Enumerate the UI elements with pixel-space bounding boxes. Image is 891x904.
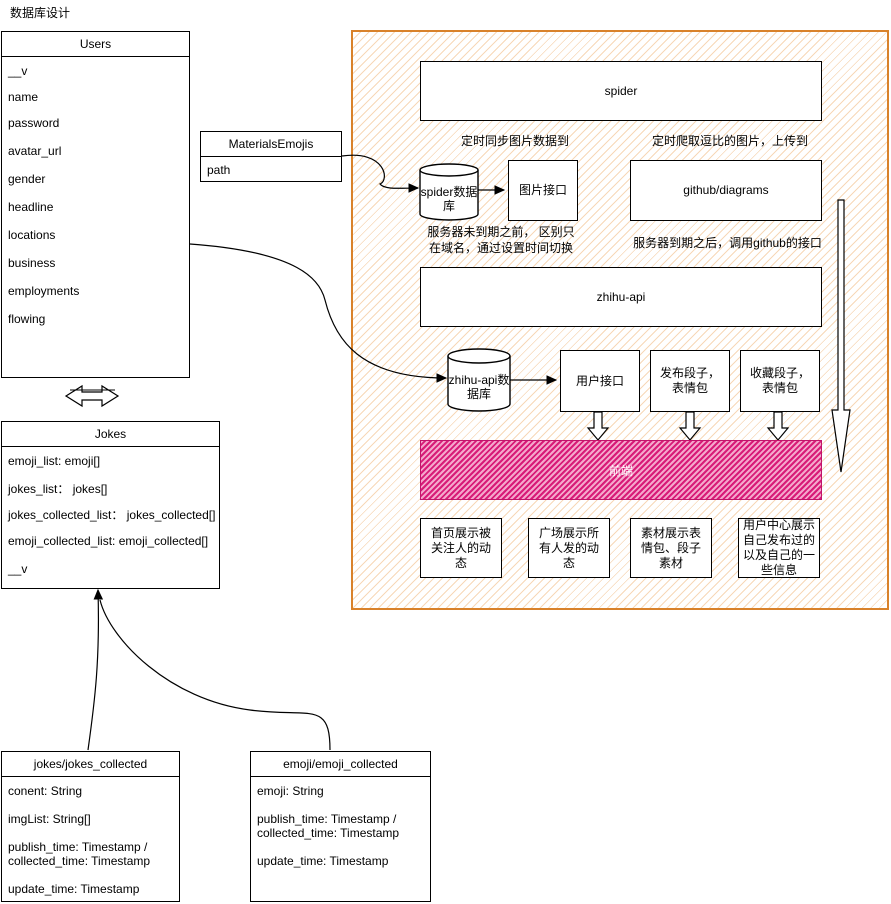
frontend-bar: 前端 [420,440,822,500]
emoji-collected-field: publish_time: Timestamp / [257,812,397,826]
jokes-collected-field: collected_time: Timestamp [8,854,151,868]
users-field: name [8,90,39,104]
users-field: business [8,256,56,270]
users-field: __v [8,64,28,78]
users-jokes-double-arrow [64,384,120,408]
user-center-box: 用户中心展示自己发布过的以及自己的一些信息 [738,518,820,578]
jokes-entity-title: Jokes [2,422,219,447]
spider-db-cylinder [419,163,479,221]
users-field: headline [8,200,54,214]
jokes-collected-field: update_time: Timestamp [8,882,140,896]
emoji-collected-field: collected_time: Timestamp [257,826,400,840]
jokes-field: jokes_collected_list： jokes_collected[] [8,508,216,522]
image-api-box: 图片接口 [508,160,578,221]
jokes-collected-to-jokes-line [87,588,104,751]
emoji-collected-field: emoji: String [257,784,324,798]
home-box: 首页展示被关注人的动态 [420,518,502,578]
zhihu-api-box: zhihu-api [420,267,822,327]
jokes-collected-entity: jokes/jokes_collected conent: String img… [1,751,180,902]
emoji-collected-entity: emoji/emoji_collected emoji: String publ… [250,751,431,902]
collect-api-box: 收藏段子，表情包 [740,350,820,412]
github-box: github/diagrams [630,160,822,221]
materials-emojis-title: MaterialsEmojis [201,132,341,157]
zhihu-db-cylinder [447,348,511,412]
jokes-field: emoji_list: emoji[] [8,454,101,468]
spider-db-label: spider数据库 [420,185,478,213]
jokes-field: emoji_collected_list: emoji_collected[] [8,534,209,548]
api-to-frontend-arrows [586,411,790,441]
materials-emojis-field: path [207,163,231,177]
square-box: 广场展示所有人发的动态 [528,518,610,578]
users-to-zhihu-db-line [189,243,448,383]
page-title: 数据库设计 [10,6,71,20]
publish-api-box: 发布段子，表情包 [650,350,730,412]
users-field: gender [8,172,46,186]
users-field: flowing [8,312,46,326]
materials-emojis-entity: MaterialsEmojis path [200,131,342,182]
github-down-arrow [831,199,851,473]
jokes-collected-title: jokes/jokes_collected [2,752,179,777]
jokes-collected-field: conent: String [8,784,83,798]
emoji-collected-to-jokes-line [99,599,331,751]
sync-note: 定时同步图片数据到 [460,134,569,148]
users-field: locations [8,228,56,242]
before-expire-note: 服务器未到期之前， 区别只在域名，通过设置时间切换 [427,225,575,255]
zhihu-db-label: zhihu-api数据库 [448,373,510,401]
after-expire-note: 服务器到期之后，调用github的接口 [633,236,822,250]
jokes-entity: Jokes emoji_list: emoji[] jokes_list： jo… [1,421,220,589]
crawl-note: 定时爬取逗比的图片，上传到 [651,134,808,148]
materials-box: 素材展示表情包、段子素材 [630,518,712,578]
spider-box: spider [420,61,822,121]
users-field: employments [8,284,80,298]
jokes-field: jokes_list： jokes[] [8,482,108,496]
materials-to-spider-db-line [341,154,420,193]
users-entity-title: Users [2,32,189,57]
users-field: password [8,116,60,130]
jokes-collected-field: imgList: String[] [8,812,91,826]
jokes-collected-field: publish_time: Timestamp / [8,840,148,854]
users-entity: Users __v name password avatar_url gende… [1,31,190,378]
emoji-collected-field: update_time: Timestamp [257,854,389,868]
jokes-field: __v [8,562,28,576]
user-api-box: 用户接口 [560,350,640,412]
emoji-collected-title: emoji/emoji_collected [251,752,430,777]
users-field: avatar_url [8,144,62,158]
